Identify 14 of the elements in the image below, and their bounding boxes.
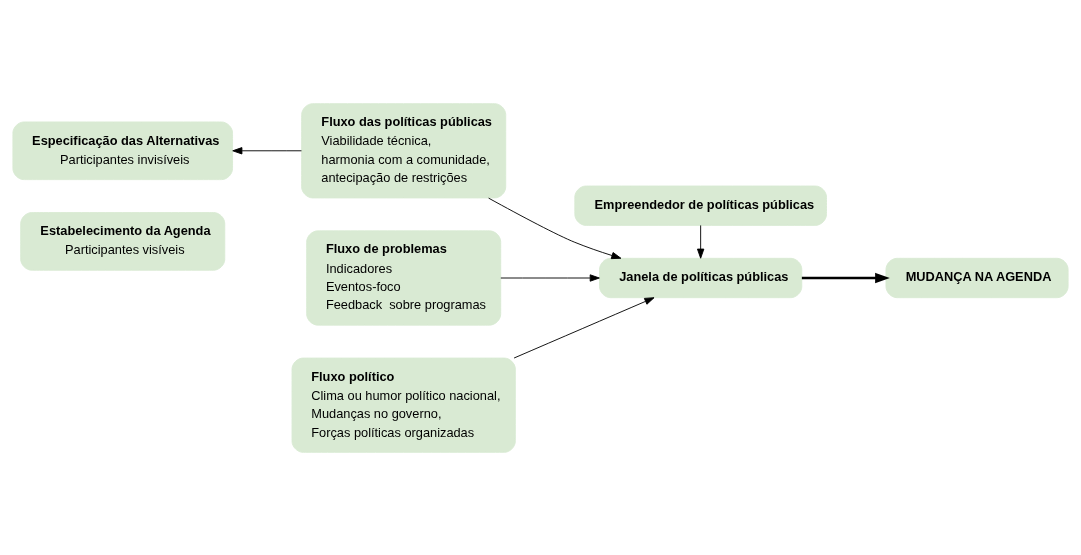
node-box: Janela de políticas públicas <box>599 257 803 298</box>
node-box: Estabelecimento da Agenda Participantes visíveis <box>20 211 226 271</box>
node-box: MUDANÇA NA AGENDA <box>885 257 1069 298</box>
arrow <box>500 273 600 282</box>
node-box: Fluxo das políticas públicas Viabilidade técnica, harmonia com a comunidade, antecipação de restrições <box>301 102 507 198</box>
node-box: Fluxo de problemas Indicadores Eventos-foco Feedback sobre programas <box>306 229 502 326</box>
arrow <box>513 296 655 358</box>
arrow <box>801 272 890 283</box>
arrow <box>488 197 622 259</box>
arrow <box>232 146 302 154</box>
node-box: Especificação das Alternativas Participantes invisíveis <box>12 121 233 180</box>
node-box: Fluxo político Clima ou humor político nacional, Mudanças no governo, Forças políticas organizadas <box>291 357 516 453</box>
node-box: Empreendedor de políticas públicas <box>574 185 827 226</box>
arrow <box>697 224 705 259</box>
